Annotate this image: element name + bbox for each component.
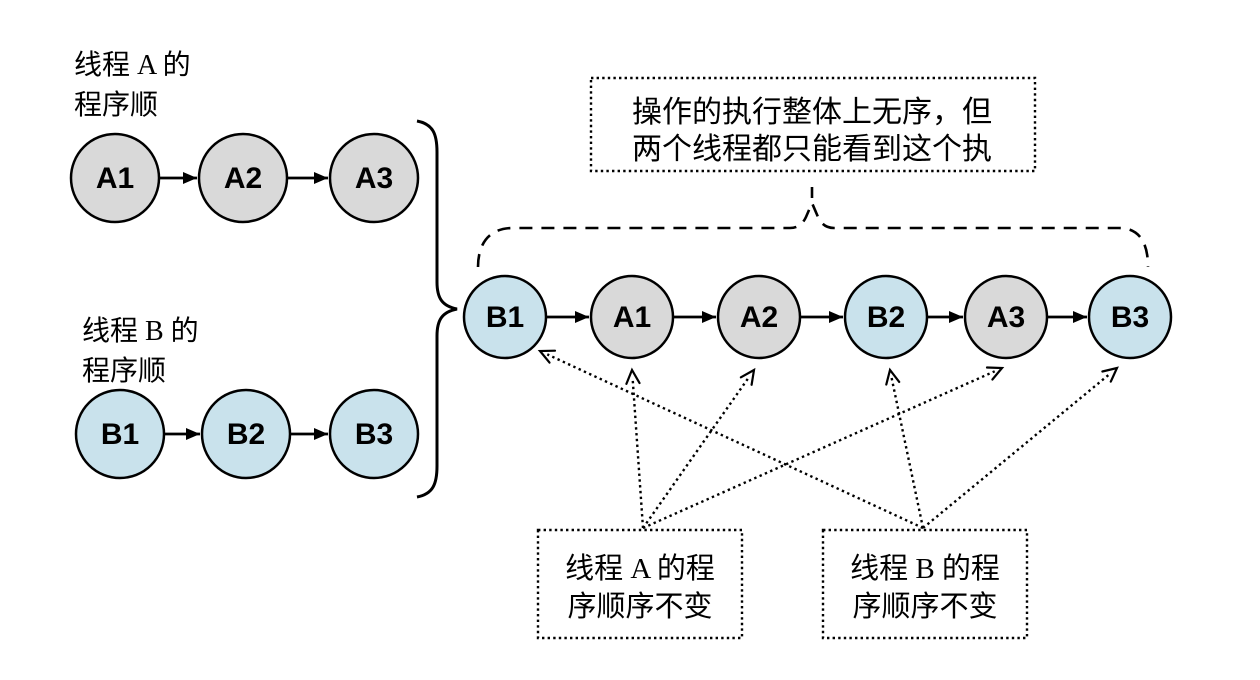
- note-a-pointers: [625, 366, 1005, 530]
- thread-b-node-b3-label: B3: [355, 418, 393, 451]
- note-a: 线程 A 的程 序顺序不变: [536, 528, 744, 640]
- note-a-pointer-to-a1: [631, 377, 645, 529]
- thread-a-node-a3-circle: [328, 132, 420, 224]
- thread-a-node-a3-label: A3: [355, 162, 393, 195]
- note-a-pointer-to-a1-head: [625, 367, 641, 385]
- note-b-pointer-to-b2: [890, 377, 925, 529]
- note-b-pointer-to-b3-head: [1101, 366, 1119, 383]
- note-a-pointer-to-a2-head: [739, 367, 756, 386]
- merged-node-b2-label: B2: [867, 301, 905, 334]
- note-b-pointer-to-b3: [922, 372, 1112, 529]
- thread-b-section: 线程 B 的 程序顺 B1 B2 B3: [74, 315, 420, 480]
- note-a-pointer-to-a2: [642, 375, 751, 529]
- thread-b-node-b1-label: B1: [101, 418, 139, 451]
- merged-node-a1-label: A1: [613, 301, 651, 334]
- thread-a-node-a2-label: A2: [224, 162, 262, 195]
- note-a-pointer-to-a3-head: [985, 366, 1005, 381]
- top-note-line2: 两个线程都只能看到这个执: [632, 133, 992, 166]
- note-b-box: [821, 528, 1029, 640]
- thread-b-title-line2: 程序顺: [82, 355, 166, 387]
- note-a-line1: 线程 A 的程: [565, 552, 715, 585]
- note-a-box: [536, 528, 744, 640]
- note-b-pointer-to-b1: [546, 353, 924, 530]
- thread-b-node-b3-circle: [328, 388, 420, 480]
- thread-a-title-line1: 线程 A 的: [74, 49, 191, 81]
- note-a-pointer-to-a3: [642, 370, 996, 530]
- execution-dashed-brace: [476, 199, 1150, 268]
- thread-a-node-a1-label: A1: [96, 162, 134, 195]
- merged-node-a3-label: A3: [987, 301, 1025, 334]
- merged-node-b3-label: B3: [1111, 301, 1149, 334]
- thread-b-title-line1: 线程 B 的: [82, 315, 199, 347]
- top-note: 操作的执行整体上无序，但 两个线程都只能看到这个执: [589, 76, 1037, 173]
- thread-b-node-b2-label: B2: [227, 418, 265, 451]
- note-b-line2: 序顺序不变: [852, 590, 997, 623]
- note-b-pointer-to-b1-head: [537, 349, 557, 364]
- merged-node-b3-circle: [1087, 274, 1173, 360]
- note-b-pointers: [537, 349, 1119, 530]
- merged-sequence: B1 A1 A2 B2 A3 B3: [462, 274, 1173, 360]
- thread-a-title-line2: 程序顺: [74, 89, 158, 121]
- note-b-line1: 线程 B 的程: [850, 552, 1000, 585]
- merged-node-b1-label: B1: [486, 301, 524, 334]
- thread-a-section: 线程 A 的 程序顺 A1 A2 A3: [69, 49, 420, 224]
- note-b-pointer-to-b2-head: [885, 367, 901, 386]
- merged-node-a2-label: A2: [740, 301, 778, 334]
- note-b: 线程 B 的程 序顺序不变: [821, 528, 1029, 640]
- merge-curly-brace: [416, 119, 458, 499]
- top-note-line1: 操作的执行整体上无序，但: [632, 96, 992, 129]
- note-a-line2: 序顺序不变: [567, 590, 712, 623]
